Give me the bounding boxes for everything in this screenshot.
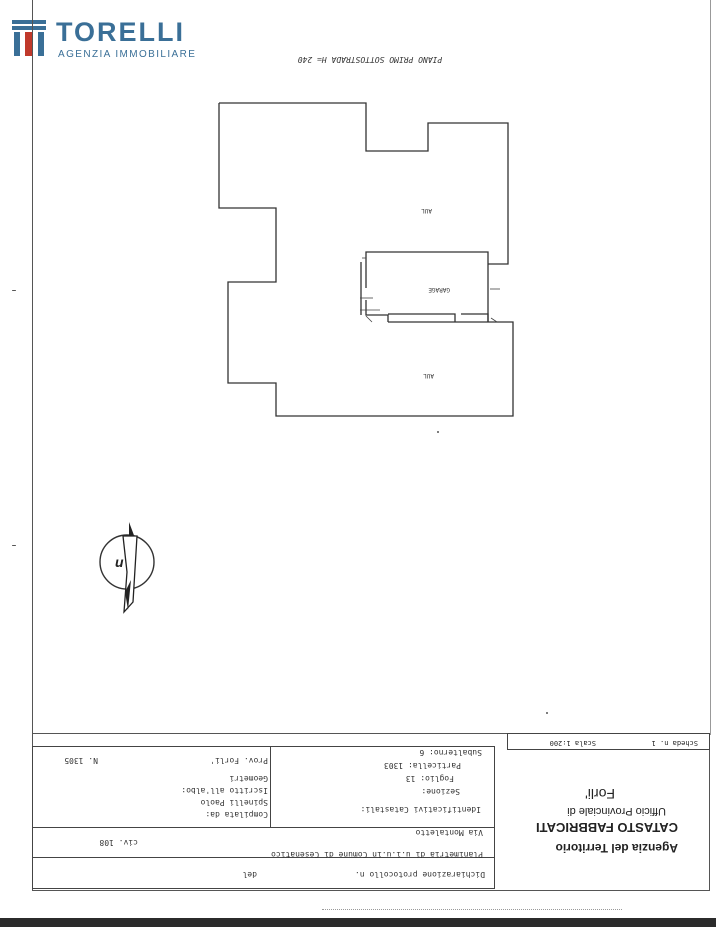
scan-mark bbox=[12, 290, 16, 291]
particella-label: Particella: 1303 bbox=[383, 761, 461, 770]
scan-mark bbox=[437, 431, 439, 433]
data-box-upper bbox=[32, 746, 495, 828]
foglio-label: Foglio: 13 bbox=[405, 774, 454, 783]
catasto-fabbricati: CATASTO FABBRICATI bbox=[535, 820, 678, 835]
data-box-middle bbox=[32, 828, 495, 858]
sheet-right-border bbox=[710, 0, 711, 735]
scala-value: Scala 1:200 bbox=[549, 739, 596, 747]
scan-mark bbox=[12, 545, 16, 546]
ufficio-provinciale: Ufficio Provinciale di bbox=[567, 805, 666, 817]
city-name: Forli' bbox=[585, 786, 615, 802]
provincia-label: Prov. Forli' bbox=[210, 756, 268, 765]
agenzia-territorio: Agenzia del Territorio bbox=[555, 841, 678, 855]
agency-logo: TORELLI AGENZIA IMMOBILIARE bbox=[12, 17, 202, 62]
svg-text:u: u bbox=[115, 554, 124, 570]
compilata-label: Compilata da: bbox=[205, 810, 268, 819]
sheet-left-border bbox=[32, 0, 33, 740]
room-label-lower: AUL bbox=[423, 372, 434, 379]
torelli-logo-mark-icon bbox=[12, 20, 46, 56]
room-label-garage: GARAGE bbox=[428, 286, 450, 293]
iscrizione-numero: N. 1305 bbox=[64, 756, 98, 765]
room-label-upper: AUL bbox=[421, 207, 432, 214]
scheda-divider bbox=[507, 733, 605, 750]
civico-label: civ. 108 bbox=[99, 838, 138, 847]
data-box bbox=[32, 746, 495, 889]
subalterno-label: Subalterno: 6 bbox=[419, 748, 482, 757]
sezione-label: Sezione: bbox=[421, 787, 460, 796]
title-block bbox=[32, 733, 716, 893]
compilatore-name: Spinelli Paolo bbox=[200, 798, 268, 807]
data-box-divider bbox=[270, 746, 271, 828]
identificativi-label: Identificativi Catastali: bbox=[360, 805, 481, 814]
via-label: Via Montaletto bbox=[415, 828, 483, 837]
logo-brand-name: TORELLI bbox=[56, 17, 186, 47]
footer-bar bbox=[0, 918, 716, 927]
albo-value: Geometri bbox=[229, 774, 268, 783]
dichiarazione-label: Dichiarazione protocollo n. bbox=[354, 870, 485, 879]
planimetria-label: Planimetria di u.i.u.in Comune di Cesena… bbox=[271, 850, 483, 859]
scan-dotted-line bbox=[322, 909, 622, 910]
iscritto-label: Iscritto all'albo: bbox=[181, 786, 268, 795]
logo-tagline: AGENZIA IMMOBILIARE bbox=[58, 49, 197, 60]
scan-mark bbox=[546, 712, 548, 714]
scheda-number: Scheda n. 1 bbox=[651, 739, 698, 747]
dichiarazione-del: del bbox=[242, 870, 257, 879]
north-arrow-icon: u bbox=[99, 522, 155, 614]
